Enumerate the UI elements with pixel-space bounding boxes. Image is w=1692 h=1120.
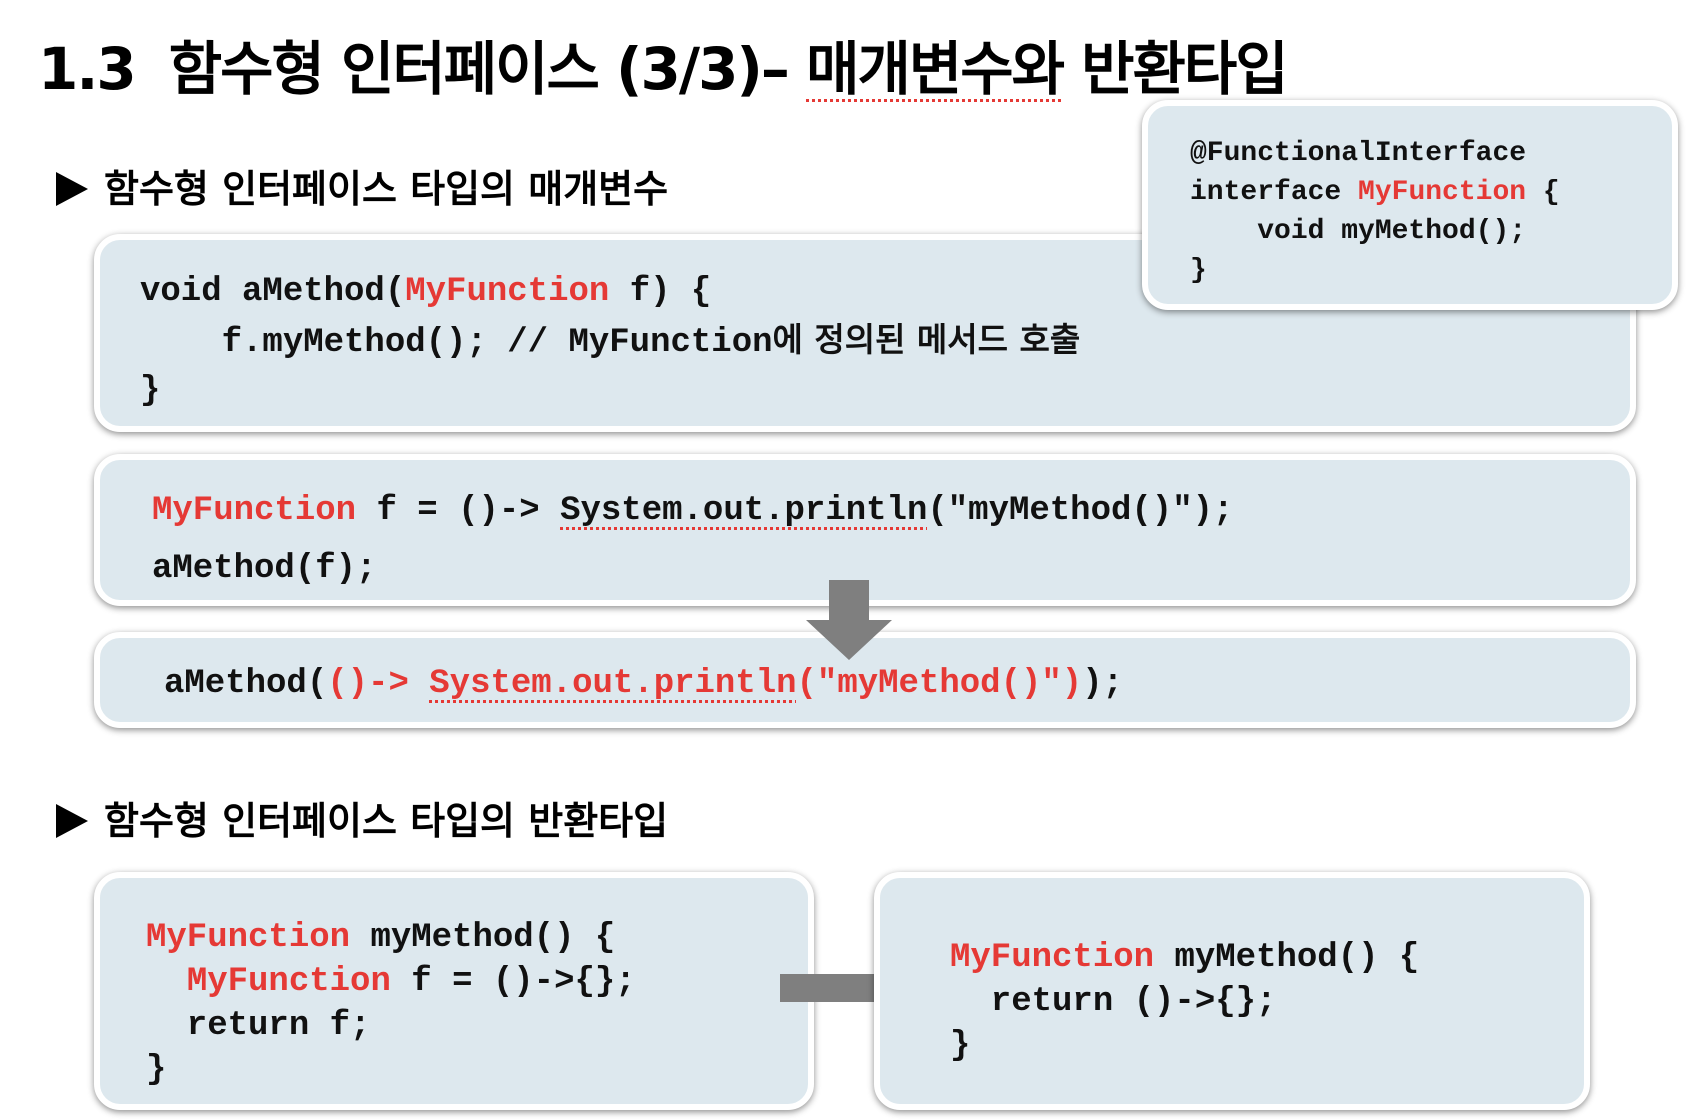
code-text: } — [1190, 255, 1207, 286]
code-text: aMethod( — [164, 665, 328, 703]
code-text: void aMethod( — [140, 273, 406, 311]
type-name: MyFunction — [950, 939, 1155, 977]
title-number: 1.3 — [38, 35, 137, 103]
annotation-text: @FunctionalInterface — [1190, 138, 1527, 169]
triangle-bullet-icon — [56, 172, 88, 206]
code-text: f.myMethod(); // MyFunction — [140, 324, 773, 362]
type-name: MyFunction — [405, 273, 610, 311]
code-text: f = ()->{}; — [390, 963, 636, 1001]
interface-code-box: @FunctionalInterface interface MyFunctio… — [1142, 100, 1678, 310]
inline-code: aMethod(()-> System.out.println("myMetho… — [164, 664, 1123, 704]
code-text: { — [1526, 177, 1560, 208]
section-heading-return-text: 함수형 인터페이스 타입의 반환타입 — [104, 799, 669, 843]
title-underlined: 매개변수와 — [806, 35, 1065, 103]
code-text: System.out.println — [560, 492, 928, 530]
code-text: void myMethod(); — [1190, 216, 1527, 247]
section-heading-return: 함수형 인터페이스 타입의 반환타입 — [56, 790, 668, 845]
code-text: f = ()-> — [356, 492, 561, 530]
code-text: aMethod(f); — [152, 550, 377, 588]
inline-code-box: aMethod(()-> System.out.println("myMetho… — [94, 632, 1636, 728]
code-text: return f; — [146, 1007, 371, 1045]
code-text: ("myMethod()"); — [927, 492, 1234, 530]
type-name: MyFunction — [1358, 177, 1527, 208]
call-code: MyFunction f = ()-> System.out.println("… — [152, 482, 1233, 598]
code-text: return ()->{}; — [950, 983, 1277, 1021]
code-text: myMethod() { — [350, 919, 616, 957]
code-text: myMethod() { — [1154, 939, 1420, 977]
return-right-code: MyFunction myMethod() { return ()->{}; } — [950, 936, 1419, 1068]
code-text: } — [146, 1051, 167, 1089]
code-text: interface — [1190, 177, 1359, 208]
type-name: MyFunction — [146, 919, 351, 957]
title-main: 함수형 인터페이스 (3/3)– — [168, 35, 807, 103]
section-heading-param-text: 함수형 인터페이스 타입의 매개변수 — [104, 167, 669, 211]
amethod-code: void aMethod(MyFunction f) { f.myMethod(… — [140, 268, 1080, 415]
comment-korean: 에 정의된 메서드 호출 — [772, 320, 1081, 359]
type-name: MyFunction — [152, 492, 357, 530]
section-heading-param: 함수형 인터페이스 타입의 매개변수 — [56, 158, 668, 213]
return-left-code: MyFunction myMethod() { MyFunction f = (… — [146, 916, 636, 1092]
return-right-code-box: MyFunction myMethod() { return ()->{}; } — [874, 872, 1590, 1110]
code-text: } — [950, 1027, 971, 1065]
triangle-bullet-icon — [56, 804, 88, 838]
arrow-down-icon — [806, 580, 892, 660]
return-left-code-box: MyFunction myMethod() { MyFunction f = (… — [94, 872, 814, 1110]
lambda-text: ()-> — [327, 665, 430, 703]
type-name: MyFunction — [186, 963, 391, 1001]
lambda-text: System.out.println — [429, 665, 797, 703]
code-text: f) { — [609, 273, 712, 311]
code-text: } — [140, 372, 161, 410]
interface-code: @FunctionalInterface interface MyFunctio… — [1190, 134, 1560, 290]
lambda-text: ("myMethod()") — [796, 665, 1083, 703]
code-text: ); — [1082, 665, 1123, 703]
page-title: 1.3 함수형 인터페이스 (3/3)– 매개변수와 반환타입 — [38, 22, 1289, 106]
title-end: 반환타입 — [1062, 35, 1288, 103]
